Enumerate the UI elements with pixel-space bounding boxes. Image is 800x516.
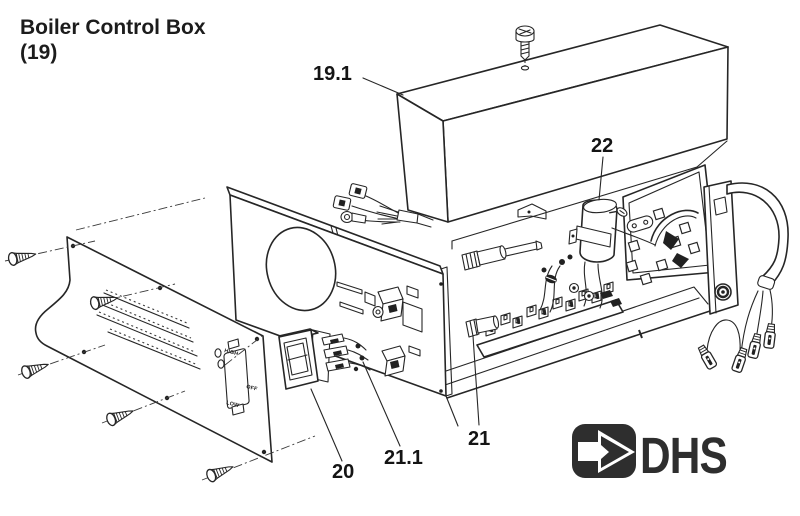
fuse-holder <box>465 315 500 338</box>
spade-terminal <box>746 332 764 360</box>
front-panel: HIGH OFF LOW <box>4 197 316 484</box>
cover-lid <box>396 24 729 223</box>
wire <box>740 290 759 355</box>
wire <box>755 290 764 341</box>
jumper-plate <box>626 215 654 233</box>
switch-terminals <box>321 333 371 372</box>
mounting-screw <box>6 247 38 267</box>
callout-leader-20 <box>310 388 343 462</box>
callout-label-20: 20 <box>332 461 354 483</box>
circuit-board <box>622 164 718 286</box>
mounting-screw <box>19 357 51 381</box>
fuse-tube <box>461 240 543 271</box>
board-holes <box>625 207 701 286</box>
spade-connector <box>332 195 352 211</box>
barrel-connector <box>340 210 367 224</box>
panel-pilot-hole <box>217 359 225 369</box>
callout-leader-21-1 <box>362 361 401 447</box>
lid-screw-hole <box>520 65 530 71</box>
title-block: Boiler Control Box (19) <box>20 16 206 64</box>
cover-screw <box>515 25 535 66</box>
mounting-screw <box>104 404 137 428</box>
chassis-front-wall <box>226 186 453 397</box>
connector-lower <box>381 345 406 377</box>
board-clip <box>672 253 689 268</box>
panel-silkscreen-lines <box>96 289 201 370</box>
lid-left-face <box>396 93 449 223</box>
switch-label-low: LOW <box>226 400 241 409</box>
board-clip <box>663 231 679 250</box>
connector-upper <box>372 286 404 322</box>
wire <box>769 289 773 330</box>
callouts: 19.1 22 21 21.1 20 <box>310 63 613 483</box>
callout-leader-19-1 <box>362 77 404 96</box>
wire-cluster <box>539 254 622 313</box>
page-title-line2: (19) <box>20 41 57 64</box>
logo-text: DHS <box>640 427 727 484</box>
mounting-post <box>703 180 739 315</box>
capacitor-screw <box>609 207 628 217</box>
lid-clip-bracket <box>517 203 547 220</box>
logo-arrow-icon <box>601 436 629 468</box>
wall-slots <box>336 281 423 357</box>
switch-cutout: HIGH OFF LOW <box>223 338 259 416</box>
switch-label-high: HIGH <box>224 348 239 357</box>
page-title-line1: Boiler Control Box <box>20 16 206 39</box>
spade-connector <box>348 183 368 199</box>
dhs-logo: DHS <box>572 424 728 484</box>
callout-label-21: 21 <box>468 428 490 450</box>
flange-wire-bundle <box>332 183 434 228</box>
rocker-switch <box>278 328 371 390</box>
spade-terminal <box>762 322 778 350</box>
switch-label-off: OFF <box>246 384 259 393</box>
cable-grommet <box>714 283 732 301</box>
panel-pilot-hole <box>214 348 222 358</box>
loom-sheath-end <box>757 275 776 290</box>
round-cutout <box>265 226 337 312</box>
callout-label-22: 22 <box>591 135 613 157</box>
switch-rocker <box>286 342 309 376</box>
mounting-screw <box>204 460 237 484</box>
callout-leader-22 <box>598 156 604 201</box>
callout-leader-21 <box>472 335 480 426</box>
cable-loom <box>696 182 789 374</box>
callout-label-21-1: 21.1 <box>384 447 423 469</box>
retaining-bail <box>650 209 699 242</box>
jumper-wire <box>706 319 741 353</box>
post-slot <box>713 196 728 216</box>
capacitor <box>568 198 656 263</box>
spade-terminal <box>730 346 750 374</box>
callout-label-19-1: 19.1 <box>313 63 352 85</box>
